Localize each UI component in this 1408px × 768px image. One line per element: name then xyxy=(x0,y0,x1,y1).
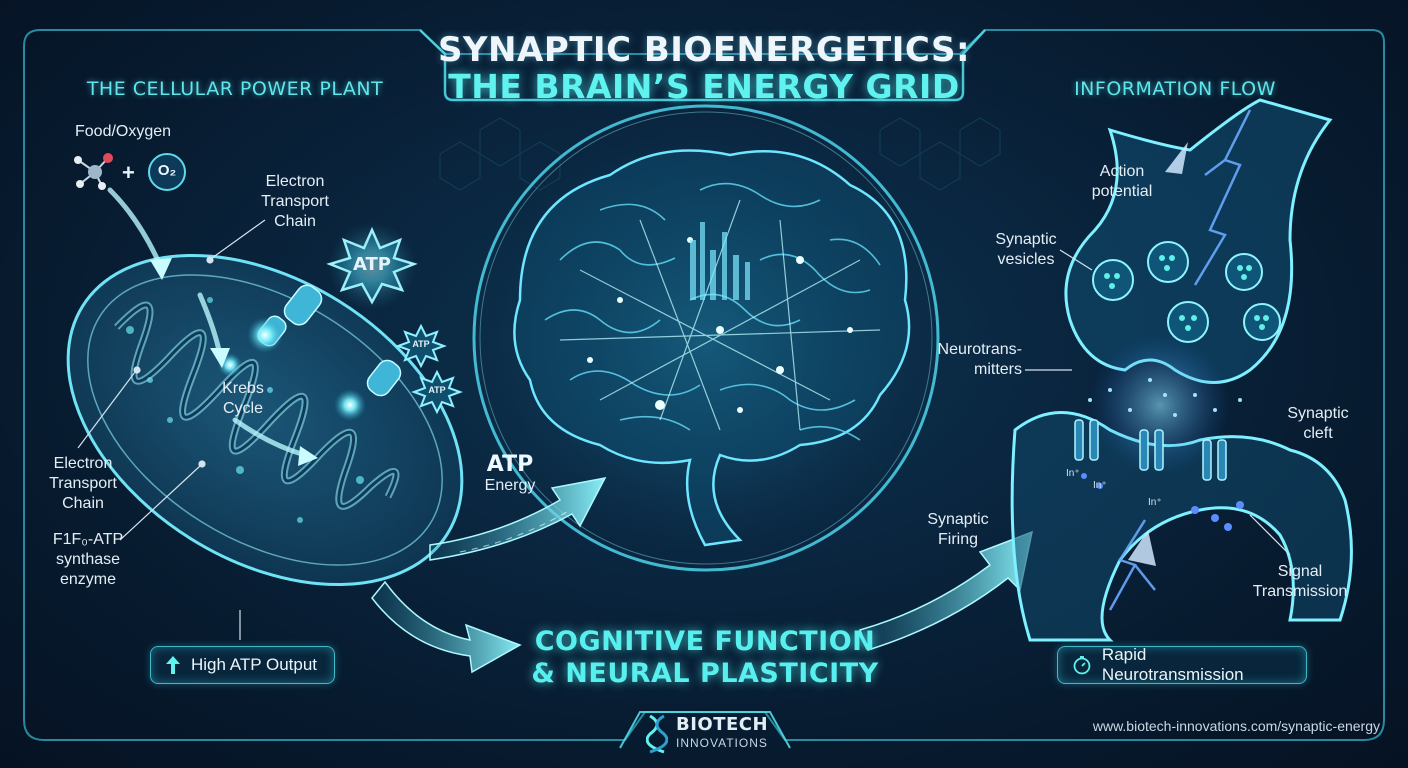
action-line-1: Action xyxy=(1099,163,1145,180)
cognitive-arrow xyxy=(371,580,522,674)
atp-star-small-2 xyxy=(411,369,463,415)
brain-illustration xyxy=(513,149,911,547)
food-oxygen-label: Food/Oxygen xyxy=(75,123,172,140)
ion-label-2: In⁺ xyxy=(1093,480,1107,491)
neurotransmitters-label: Neurotrans- mitters xyxy=(930,340,1022,380)
ion-label-1: In⁺ xyxy=(1066,468,1080,479)
atp-energy-line-2: Energy xyxy=(484,477,536,494)
etc-top-label: Electron Transport Chain xyxy=(240,172,350,232)
synaptic-firing-label: Synaptic Firing xyxy=(918,510,998,550)
title-line-2: THE BRAIN’S ENERGY GRID xyxy=(448,67,960,106)
up-arrow-icon xyxy=(166,656,180,674)
outer-frame xyxy=(23,29,1385,741)
oxygen-icon xyxy=(148,153,186,191)
atp-energy-label: ATP Energy xyxy=(470,452,550,495)
ion-label-3: In⁺ xyxy=(1148,497,1162,508)
cleft-line-1: Synaptic xyxy=(1287,405,1349,422)
etc-left-line-3: Chain xyxy=(62,495,104,512)
synapse-illustration xyxy=(1010,98,1353,642)
signal-arrows xyxy=(1128,142,1188,566)
plus-sign: + xyxy=(122,160,135,185)
stopwatch-icon xyxy=(1073,656,1091,675)
footer-frame xyxy=(619,711,791,749)
krebs-line-2: Cycle xyxy=(222,400,263,417)
left-section-heading: THE CELLULAR POWER PLANT xyxy=(86,78,384,100)
right-leader-lines xyxy=(1025,249,1291,556)
atp-energy-line-1: ATP xyxy=(486,452,534,477)
firing-line-1: Synaptic xyxy=(927,511,989,528)
cleft-line-2: cleft xyxy=(1303,425,1333,442)
oxygen-symbol: O₂ xyxy=(157,162,177,179)
footer-url[interactable]: www.biotech-innovations.com/synaptic-ene… xyxy=(1092,718,1380,734)
krebs-cycle-label: Krebs Cycle xyxy=(205,379,281,419)
etc-left-line-1: Electron xyxy=(53,455,113,472)
synthase-line-1: F1F₀-ATP xyxy=(52,531,124,548)
etc-top-line-3: Chain xyxy=(274,213,316,230)
atp-star-large xyxy=(326,222,418,310)
energy-arrow xyxy=(429,476,607,561)
krebs-line-1: Krebs xyxy=(222,380,264,397)
synaptic-vesicles-label: Synaptic vesicles xyxy=(980,230,1072,270)
atp-star-small-1 xyxy=(395,323,447,369)
high-atp-output-text: High ATP Output xyxy=(191,655,317,674)
rapid-neurotransmission-badge: Rapid Neurotransmission xyxy=(1057,645,1307,684)
dna-icon xyxy=(646,714,668,754)
synthase-line-2: synthase xyxy=(55,551,121,568)
lightning xyxy=(1108,109,1252,611)
cognitive-function-line-2: & NEURAL PLASTICITY xyxy=(531,658,879,689)
atp-star-small-2-label: ATP xyxy=(428,385,446,395)
signal-line-2: Transmission xyxy=(1252,583,1348,600)
title-line-1: SYNAPTIC BIOENERGETICS: xyxy=(437,30,971,70)
synaptic-cleft-label: Synaptic cleft xyxy=(1278,404,1358,444)
etc-left-label: Electron Transport Chain xyxy=(40,454,126,514)
firing-line-2: Firing xyxy=(937,531,978,548)
etc-top-line-2: Transport xyxy=(261,193,329,210)
mitochondrion xyxy=(66,253,464,587)
etc-left-line-2: Transport xyxy=(49,475,117,492)
right-section-heading: INFORMATION FLOW xyxy=(1074,78,1276,100)
rapid-neurotransmission-text: Rapid Neurotransmission xyxy=(1101,645,1244,684)
synthase-line-3: enzyme xyxy=(59,571,117,588)
etc-top-line-1: Electron xyxy=(265,173,325,190)
action-potential-label: Action potential xyxy=(1072,162,1172,202)
action-line-2: potential xyxy=(1091,183,1153,200)
brand-subtitle: INNOVATIONS xyxy=(676,736,768,750)
atp-star-large-label: ATP xyxy=(352,254,391,275)
neuro-line-1: Neurotrans- xyxy=(937,341,1022,358)
brain-ring xyxy=(472,104,940,572)
atp-synthase-label: F1F₀-ATP synthase enzyme xyxy=(40,530,136,590)
signal-line-1: Signal xyxy=(1277,563,1323,580)
brand-name: BIOTECH xyxy=(676,714,769,735)
vesicles-line-2: vesicles xyxy=(997,251,1055,268)
molecule-icon xyxy=(74,153,113,190)
left-leader-lines xyxy=(77,219,266,640)
vesicles-line-1: Synaptic xyxy=(995,231,1057,248)
high-atp-output-badge: High ATP Output xyxy=(150,646,335,684)
neuro-line-2: mitters xyxy=(974,361,1022,378)
signal-transmission-label: Signal Transmission xyxy=(1240,562,1360,602)
cognitive-function-line-1: COGNITIVE FUNCTION xyxy=(534,626,876,657)
atp-star-small-1-label: ATP xyxy=(412,339,430,349)
